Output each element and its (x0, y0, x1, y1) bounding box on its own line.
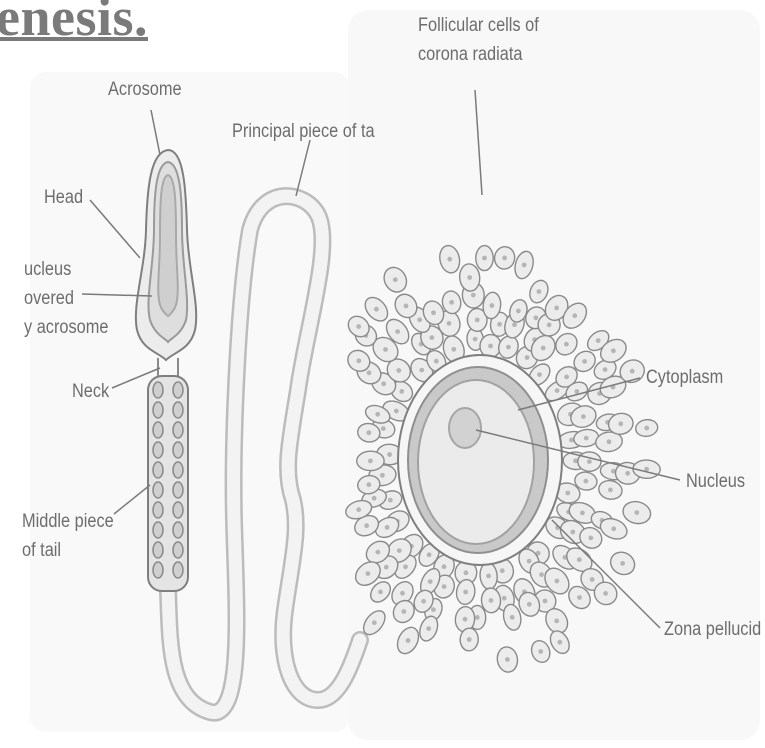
oocyte (398, 355, 562, 565)
follicular-cell (460, 628, 479, 651)
label-neck: Neck (72, 380, 109, 403)
follicular-cell (357, 451, 385, 471)
mitochondrion (153, 442, 163, 458)
mitochondrion (153, 402, 163, 418)
cytoplasm (418, 380, 534, 544)
mitochondrion (173, 482, 183, 498)
label-zona-pellucida: Zona pellucid (664, 618, 761, 641)
mitochondrion (173, 562, 183, 578)
mitochondrion (153, 382, 163, 398)
mitochondrion (173, 522, 183, 538)
label-middle-piece-1: Middle piece (22, 510, 114, 533)
label-middle-piece-2: of tail (22, 539, 61, 562)
label-nucleus-covered-1: ucleus (24, 258, 71, 281)
egg-nucleus (449, 408, 481, 448)
label-nucleus-covered-2: overed (24, 287, 74, 310)
mitochondrion (153, 542, 163, 558)
label-acrosome: Acrosome (108, 78, 182, 101)
mitochondrion (153, 502, 163, 518)
label-head: Head (44, 186, 83, 209)
label-nucleus: Nucleus (686, 470, 745, 493)
mitochondrion (173, 402, 183, 418)
mitochondrion (173, 542, 183, 558)
mitochondrion (153, 422, 163, 438)
mitochondrion (153, 562, 163, 578)
mitochondrion (173, 502, 183, 518)
mitochondrion (153, 522, 163, 538)
mitochondrion (153, 462, 163, 478)
label-nucleus-covered-3: y acrosome (24, 316, 108, 339)
follicular-cell (578, 452, 601, 472)
label-follicular-1: Follicular cells of (418, 14, 539, 37)
label-cytoplasm: Cytoplasm (646, 366, 723, 389)
mitochondrion (173, 462, 183, 478)
follicular-cell (476, 246, 493, 271)
mitochondrion (173, 442, 183, 458)
mitochondrion (173, 382, 183, 398)
mitochondrion (153, 482, 163, 498)
nucleus-core (158, 175, 178, 316)
label-follicular-2: corona radiata (418, 43, 522, 66)
mitochondrion (173, 422, 183, 438)
label-principal-piece: Principal piece of ta (232, 120, 375, 143)
